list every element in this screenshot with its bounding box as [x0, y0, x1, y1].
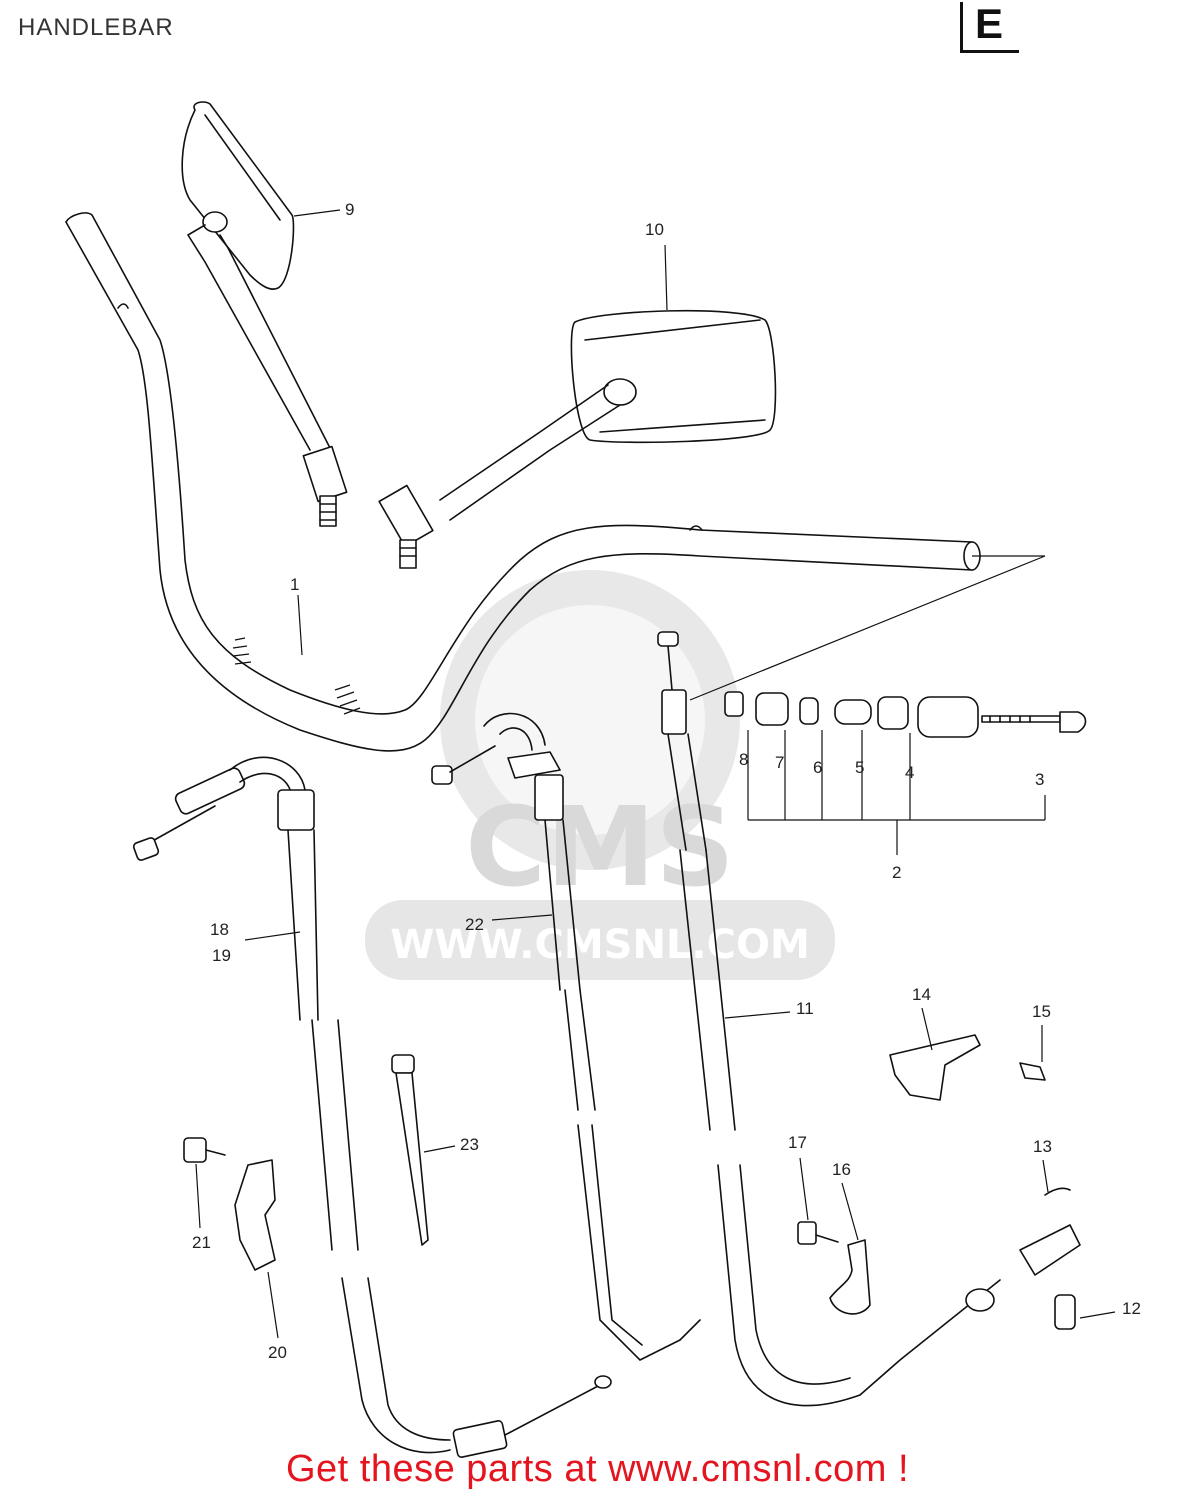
callout-15: 15	[1032, 1002, 1051, 1021]
callout-19: 19	[212, 946, 231, 965]
callout-7: 7	[775, 753, 784, 772]
callout-21: 21	[192, 1233, 211, 1252]
callout-numbers: 1 2 3 4 5 6 7 8 9 10 11 12 13 14 15 16 1…	[192, 200, 1141, 1362]
callout-12: 12	[1122, 1299, 1141, 1318]
callout-8: 8	[739, 750, 748, 769]
handlebar	[65, 212, 1046, 752]
callout-1: 1	[290, 575, 299, 594]
callout-9: 9	[345, 200, 354, 219]
callout-4: 4	[905, 763, 914, 782]
cable-bracket	[889, 1034, 1046, 1101]
callout-14: 14	[912, 985, 931, 1004]
throttle-cable-11	[657, 631, 1081, 1407]
cable-guide-clamp	[183, 1137, 276, 1271]
bar-end-weight-assembly	[724, 691, 1087, 738]
cable-tie	[391, 1054, 429, 1246]
watermark-url: WWW.CMSNL.COM	[390, 922, 810, 968]
clevis-pin	[1044, 1187, 1076, 1330]
callout-23: 23	[460, 1135, 479, 1154]
callout-5: 5	[855, 758, 864, 777]
watermark: CMS WWW.CMSNL.COM	[365, 570, 835, 980]
leader-lines	[195, 209, 1116, 1339]
callout-18: 18	[210, 920, 229, 939]
cable-clamp	[797, 1221, 871, 1315]
callout-11: 11	[796, 999, 814, 1018]
shop-banner-link[interactable]: Get these parts at www.cmsnl.com !	[285, 1448, 910, 1490]
callout-10: 10	[645, 220, 664, 239]
section-letter: E	[975, 0, 1004, 47]
page-title: HANDLEBAR	[18, 14, 174, 41]
callout-17: 17	[788, 1133, 807, 1152]
mirror-right	[378, 309, 777, 569]
clutch-cable	[132, 756, 612, 1458]
throttle-cable-22	[431, 712, 701, 1361]
callout-6: 6	[813, 758, 822, 777]
watermark-brand: CMS	[465, 783, 734, 911]
section-marker: E	[960, 0, 1019, 53]
callout-20: 20	[268, 1343, 287, 1362]
callout-13: 13	[1033, 1137, 1052, 1156]
callout-3: 3	[1035, 770, 1044, 789]
mirror-left	[181, 101, 348, 527]
callout-2: 2	[892, 863, 901, 882]
callout-16: 16	[832, 1160, 851, 1179]
callout-22: 22	[465, 915, 484, 934]
